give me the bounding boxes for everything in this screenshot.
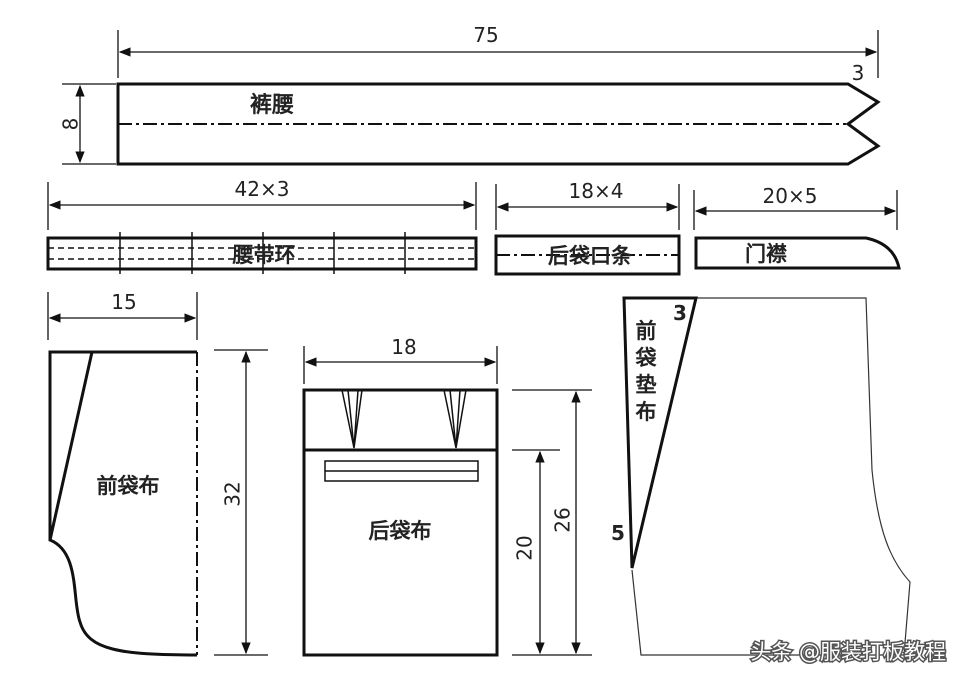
- facing-label-char-4: 布: [636, 400, 657, 424]
- waistband-height-dim: 8: [59, 118, 83, 131]
- back-pocket-bag-width-dim: 18: [391, 335, 416, 359]
- facing-label-char-2: 袋: [635, 346, 658, 370]
- facing-label-char-3: 垫: [636, 373, 657, 397]
- waistband-tip-dim: 3: [852, 61, 865, 85]
- front-trouser-outline: [624, 297, 911, 656]
- fly-outline: [694, 236, 901, 270]
- back-pocket-welt-length-dim: 18×4: [569, 179, 624, 203]
- front-pocket-bag-outline: [48, 350, 198, 657]
- belt-loop-label: 腰带环: [232, 243, 296, 267]
- front-pocket-facing-outline: [622, 296, 698, 569]
- front-pocket-bag-label: 前袋布: [97, 474, 160, 498]
- belt-loop-piece: 42×3 腰带环: [46, 177, 478, 274]
- belt-loop-outline: [46, 236, 478, 271]
- front-pocket-bag-width-dim: 15: [111, 290, 136, 314]
- back-pocket-bag-inner-dim: 20: [513, 535, 537, 560]
- back-pocket-bag-outline: [302, 388, 499, 657]
- waistband-outline: [116, 82, 881, 166]
- front-pocket-bag-height-dim: 32: [221, 481, 245, 506]
- watermark: 头条 @服装打板教程: [750, 640, 946, 664]
- front-pocket-facing-piece: 3 5 前 袋 垫 布: [611, 296, 911, 656]
- fly-piece: 20×5 门襟: [693, 184, 901, 270]
- facing-top-dim: 3: [673, 301, 687, 325]
- fly-length-dim: 20×5: [763, 184, 818, 208]
- back-pocket-bag-piece: 18 后袋布 20 26: [302, 335, 592, 657]
- waistband-label: 裤腰: [250, 92, 294, 118]
- back-pocket-welt-label: 后袋口条: [548, 244, 633, 268]
- back-pocket-welt-piece: 18×4 后袋口条: [494, 179, 681, 276]
- facing-side-dim: 5: [611, 521, 625, 545]
- back-pocket-bag-outer-dim: 26: [551, 507, 575, 532]
- belt-loop-length-dim: 42×3: [235, 177, 290, 201]
- front-pocket-bag-piece: 15 前袋布 32: [47, 290, 268, 657]
- waistband-length-dim: 75: [473, 23, 498, 47]
- waistband-piece: 75 8 3 裤腰: [59, 23, 881, 166]
- back-pocket-bag-label: 后袋布: [369, 519, 432, 543]
- fly-label: 门襟: [745, 242, 787, 266]
- facing-label-char-1: 前: [636, 319, 657, 343]
